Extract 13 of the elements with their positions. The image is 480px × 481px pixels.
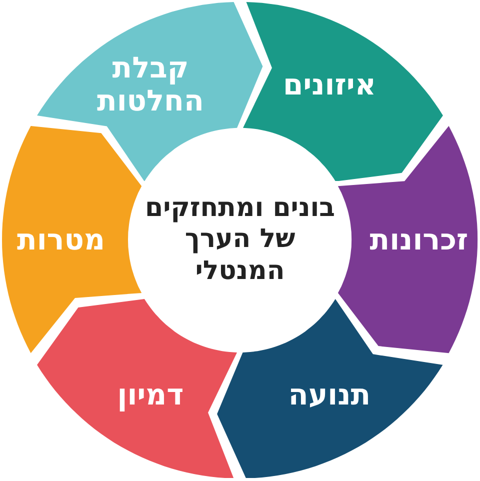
cycle-segment — [2, 126, 142, 354]
cycle-segment — [37, 2, 263, 182]
segment-label: קבלת החלטות — [96, 52, 205, 118]
segment-label: זכרונות — [368, 223, 470, 257]
cycle-segment — [217, 298, 443, 478]
cycle-segment — [338, 126, 478, 354]
center-title: בונים ומתחזקים של הערך המנטלי — [144, 193, 336, 287]
segment-label: תנועה — [287, 378, 372, 412]
cycle-segment — [37, 298, 238, 478]
segment-label: מטרות — [16, 223, 106, 257]
segment-label: איזונים — [282, 68, 378, 102]
cycle-segment — [242, 2, 443, 182]
segment-label: דמיון — [116, 378, 185, 412]
